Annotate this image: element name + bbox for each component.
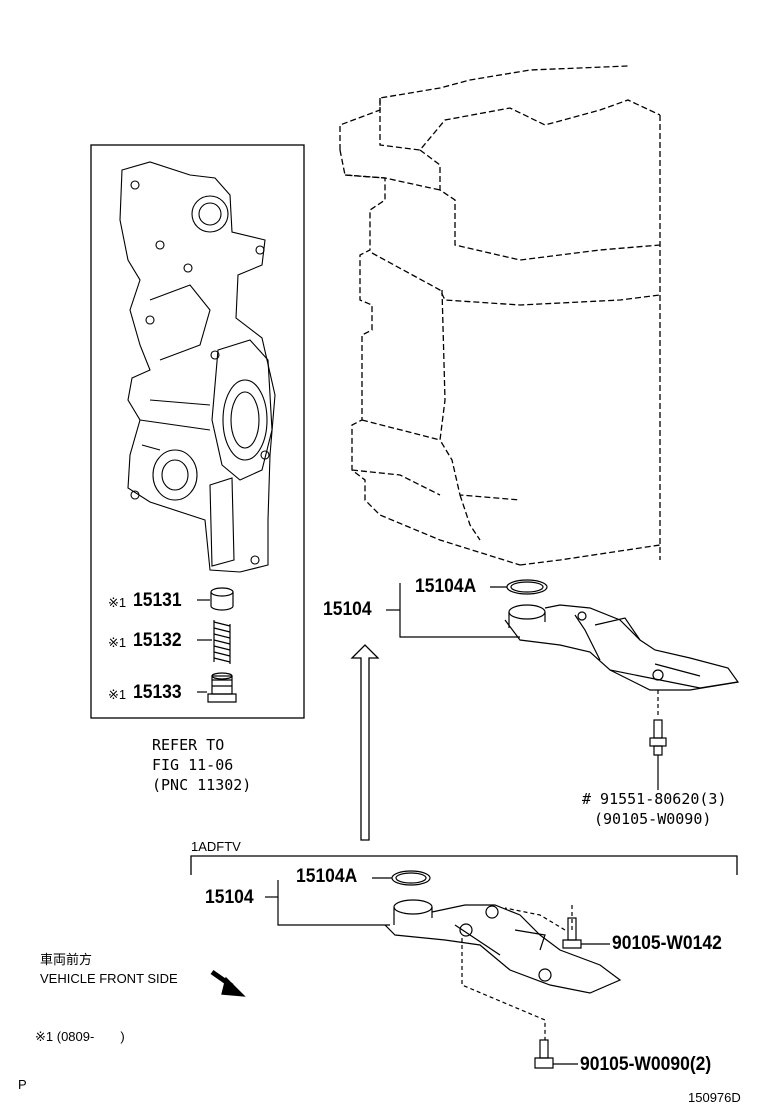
lower-bolt-a-label: 90105-W0142	[612, 933, 722, 954]
lower-strainer-drawing	[265, 870, 622, 1069]
lower-oring-label: 15104A	[296, 866, 358, 887]
upper-oring-label: 15104A	[415, 576, 477, 597]
front-side-en: VEHICLE FRONT SIDE	[40, 971, 178, 986]
lower-strainer-label: 15104	[205, 887, 254, 908]
upper-strainer-label: 15104	[323, 599, 372, 620]
upper-bolt-alt-label: (90105-W0090)	[594, 810, 712, 828]
lower-bolt-b-label: 90105-W0090(2)	[580, 1054, 712, 1075]
insert-mark-2: ※1	[108, 635, 127, 650]
footnote: ※1 (0809- )	[35, 1029, 125, 1044]
lower-group-header: 1ADFTV	[191, 839, 241, 854]
timing-cover-drawing	[119, 161, 276, 573]
front-side-jp: 車両前方	[40, 952, 93, 967]
insert-box-frame	[90, 144, 305, 719]
relief-valve-parts	[197, 587, 237, 703]
insert-part-15132: 15132	[133, 630, 182, 651]
refer-line-2: FIG 11-06	[152, 756, 234, 774]
engine-block-outline	[339, 65, 661, 566]
figure-code: 150976D	[688, 1090, 741, 1105]
up-arrow	[350, 644, 380, 841]
lower-group-frame	[190, 855, 738, 875]
refer-line-1: REFER TO	[152, 736, 225, 754]
insert-mark-3: ※1	[108, 687, 127, 702]
upper-strainer-drawing	[386, 579, 740, 790]
corner-letter: P	[18, 1077, 27, 1092]
insert-part-15133: 15133	[133, 682, 182, 703]
upper-bolt-label: # 91551-80620(3)	[582, 790, 727, 808]
refer-line-3: (PNC 11302)	[152, 776, 252, 794]
insert-mark-1: ※1	[108, 595, 127, 610]
insert-part-15131: 15131	[133, 590, 182, 611]
front-direction-arrow	[210, 969, 246, 997]
